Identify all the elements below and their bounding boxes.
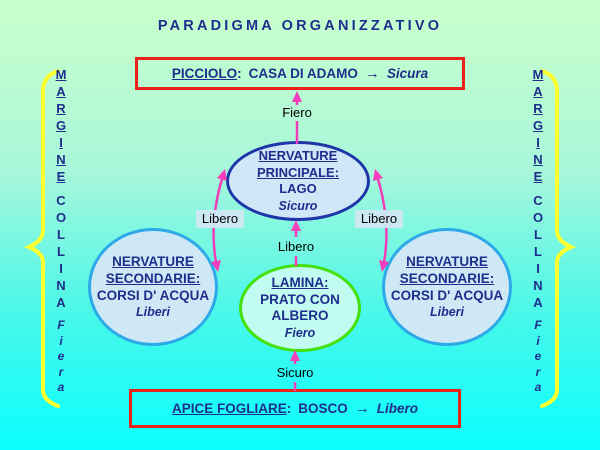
principale-title-line2: PRINCIPALE: <box>256 164 340 180</box>
node-nervature-secondarie-right: NERVATURE SECONDARIE: CORSI D' ACQUA Lib… <box>382 228 512 346</box>
principale-value: LAGO <box>279 181 317 196</box>
arrowhead-up <box>292 91 302 102</box>
secondarie-right-status: Liberi <box>429 305 465 319</box>
lamina-value-line2: ALBERO <box>271 308 329 323</box>
secondarie-left-status: Liberi <box>135 305 171 319</box>
secondarie-right-value: CORSI D' ACQUA <box>390 288 504 303</box>
left-brace <box>23 69 60 408</box>
slide-title: PARADIGMA ORGANIZZATIVO <box>157 18 443 34</box>
arrow-label-fiero: Fiero <box>282 105 312 120</box>
node-lamina: LAMINA: PRATO CON ALBERO Fiero <box>239 264 361 352</box>
principale-status: Sicuro <box>278 198 318 213</box>
secondarie-right-title-line1: NERVATURE <box>406 254 488 269</box>
apice-value: BOSCO <box>298 401 348 416</box>
secondarie-left-title-line1: NERVATURE <box>112 254 194 269</box>
node-nervature-secondarie-left: NERVATURE SECONDARIE: CORSI D' ACQUA Lib… <box>88 228 218 346</box>
lamina-title: LAMINA: <box>271 275 329 290</box>
lamina-value-line1: PRATO CON <box>260 291 340 307</box>
picciolo-label: PICCIOLO <box>171 66 238 81</box>
arrowhead-up-right <box>217 169 227 181</box>
arrow-label-libero-right: Libero <box>355 210 403 228</box>
arrow-label-sicuro: Sicuro <box>276 365 314 380</box>
arrowhead-down <box>379 260 389 272</box>
apice-status: Libero <box>376 401 419 416</box>
apice-label: APICE FOGLIARE <box>171 401 287 416</box>
right-arrow-icon: → <box>364 65 380 82</box>
secondarie-left-title-line2: SECONDARIE: <box>105 271 201 286</box>
arrowhead-up <box>291 220 301 231</box>
arrow-label-libero-left: Libero <box>196 210 244 228</box>
picciolo-separator: : <box>237 66 242 81</box>
right-arrow-icon: → <box>354 400 370 417</box>
principale-title-line1: NERVATURE <box>258 148 338 163</box>
arrowhead-up-left <box>373 169 383 181</box>
right-brace <box>540 69 577 408</box>
secondarie-right-title-line2: SECONDARIE: <box>399 271 495 286</box>
node-picciolo: PICCIOLO: CASA DI ADAMO → Sicura <box>135 57 465 90</box>
arrowhead-up <box>290 350 300 361</box>
picciolo-status: Sicura <box>386 66 429 81</box>
secondarie-left-value: CORSI D' ACQUA <box>96 288 210 303</box>
arrowhead-down <box>211 260 221 272</box>
lamina-status: Fiero <box>284 325 316 340</box>
node-nervature-principale: NERVATURE PRINCIPALE: LAGO Sicuro <box>226 141 370 221</box>
picciolo-value: CASA DI ADAMO <box>248 66 358 81</box>
arrow-label-libero-middle: Libero <box>277 239 315 254</box>
apice-separator: : <box>286 401 292 416</box>
